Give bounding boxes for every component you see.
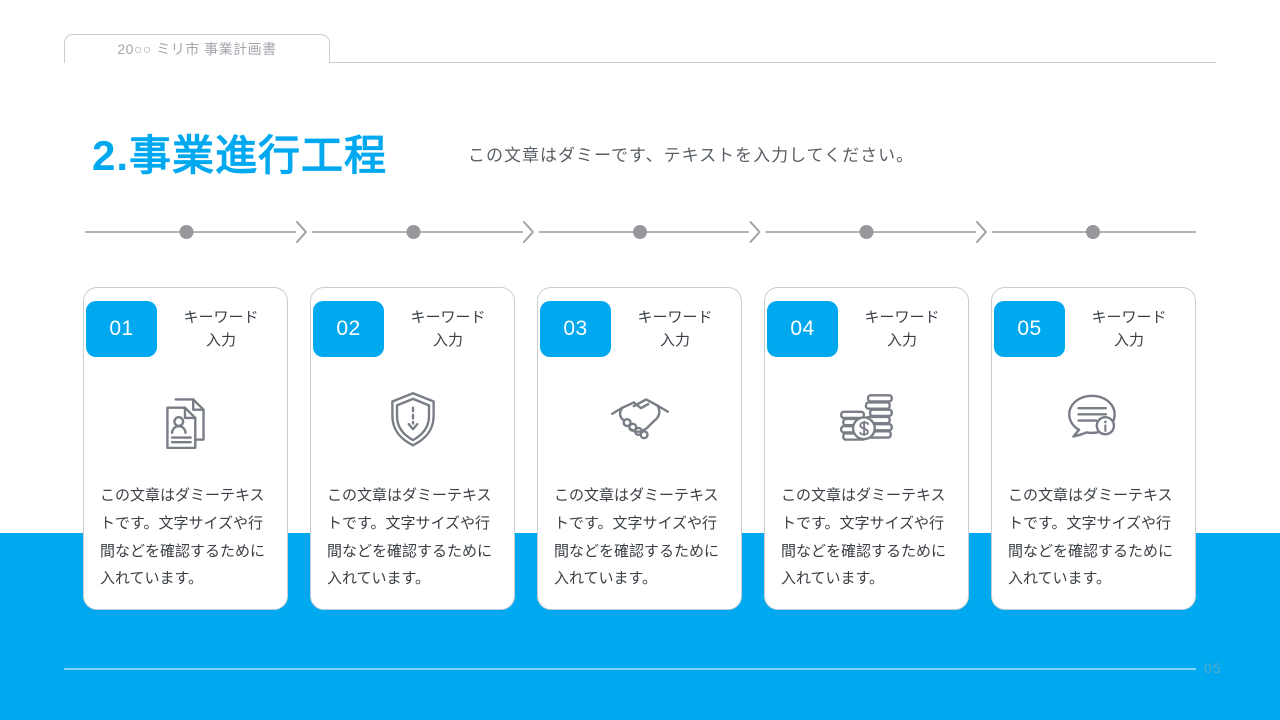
- timeline-dot: [406, 225, 421, 239]
- step-body-text: この文章はダミーテキストです。文字サイズや行間などを確認するために入れています。: [100, 487, 266, 588]
- keyword-line2: 入力: [205, 332, 236, 349]
- keyword-line1: キーワード: [864, 308, 940, 326]
- process-timeline: [0, 215, 1280, 249]
- step-body-text: この文章はダミーテキストです。文字サイズや行間などを確認するために入れています。: [554, 487, 720, 588]
- page-subtitle: この文章はダミーです、テキストを入力してください。: [468, 146, 915, 165]
- timeline-dot: [859, 225, 874, 239]
- step-cards-row: 01 キーワード 入力: [83, 287, 1196, 610]
- step-keyword-label: キーワード 入力: [611, 301, 739, 357]
- step-keyword-label: キーワード 入力: [384, 301, 512, 357]
- step-card-03: 03 キーワード 入力: [537, 287, 742, 610]
- step-keyword-label: キーワード 入力: [157, 301, 285, 357]
- money-coins-icon: [765, 382, 968, 456]
- header-rule-line: [330, 61, 1216, 63]
- chevron-right-icon: [296, 221, 307, 243]
- keyword-line1: キーワード: [183, 308, 259, 326]
- step-body-text: この文章はダミーテキストです。文字サイズや行間などを確認するために入れています。: [781, 487, 947, 588]
- keyword-line2: 入力: [1113, 332, 1144, 349]
- timeline-dot: [1086, 225, 1100, 239]
- header-tab: 20○○ ミリ市 事業計画書: [64, 34, 330, 63]
- page-number: 05: [1204, 660, 1222, 676]
- step-number-badge: 04: [767, 301, 838, 357]
- step-keyword-label: キーワード 入力: [1065, 301, 1193, 357]
- step-keyword-label: キーワード 入力: [838, 301, 966, 357]
- keyword-line2: 入力: [886, 332, 917, 349]
- step-body-text: この文章はダミーテキストです。文字サイズや行間などを確認するために入れています。: [327, 487, 493, 588]
- step-card-05: 05 キーワード 入力 この文章はダミ: [991, 287, 1196, 610]
- keyword-line1: キーワード: [637, 308, 713, 326]
- chevron-right-icon: [749, 221, 761, 243]
- header-tab-label: 20○○ ミリ市 事業計画書: [117, 41, 277, 57]
- keyword-line1: キーワード: [410, 308, 486, 326]
- handshake-icon: [538, 382, 741, 456]
- step-card-04: 04 キーワード 入力: [764, 287, 969, 610]
- keyword-line1: キーワード: [1091, 308, 1167, 326]
- step-number-badge: 02: [313, 301, 384, 357]
- shield-icon: [311, 382, 514, 456]
- footer-rule-line: [64, 668, 1196, 670]
- keyword-line2: 入力: [659, 332, 690, 349]
- chevron-right-icon: [976, 221, 987, 243]
- step-card-02: 02 キーワード 入力 この文章はダミーテキストです。文字サイズや行間などを確認…: [310, 287, 515, 610]
- chevron-right-icon: [523, 221, 534, 243]
- step-number-badge: 03: [540, 301, 611, 357]
- page-title: 2.事業進行工程: [92, 132, 388, 179]
- timeline-dot: [179, 225, 194, 239]
- keyword-line2: 入力: [432, 332, 463, 349]
- step-card-01: 01 キーワード 入力: [83, 287, 288, 610]
- timeline-graphic: [85, 221, 1196, 243]
- chat-info-icon: [992, 382, 1195, 456]
- timeline-dot: [633, 225, 647, 239]
- step-number-badge: 05: [994, 301, 1065, 357]
- resume-documents-icon: [84, 382, 287, 456]
- step-number-badge: 01: [86, 301, 157, 357]
- step-body-text: この文章はダミーテキストです。文字サイズや行間などを確認するために入れています。: [1008, 487, 1174, 588]
